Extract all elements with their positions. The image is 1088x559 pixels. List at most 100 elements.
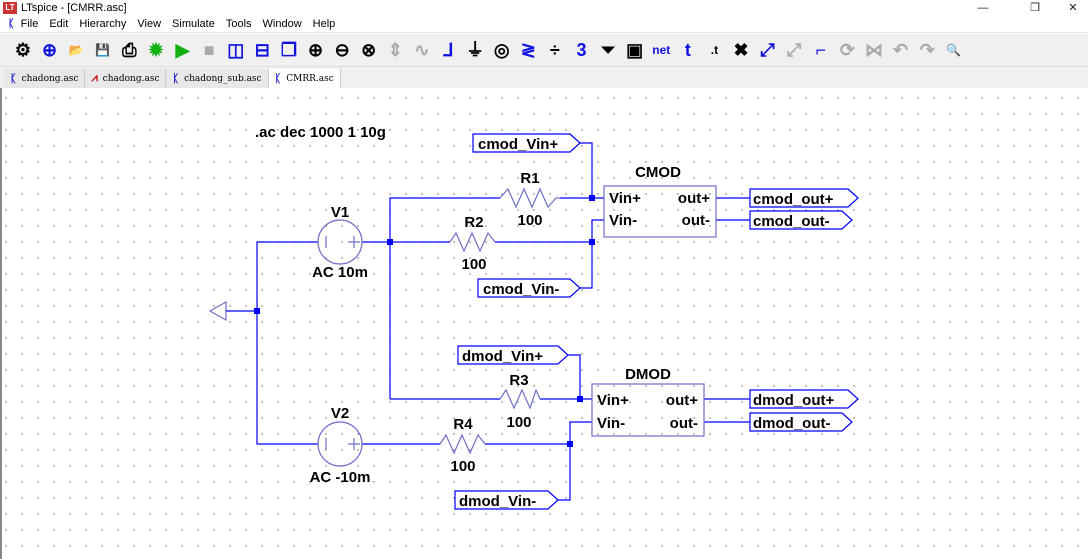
close-button[interactable]: ✕ — [1068, 2, 1078, 14]
waveform-icon[interactable]: ∿ — [414, 40, 430, 60]
find-icon[interactable]: 🔍 — [946, 43, 962, 57]
stop-icon[interactable]: ■ — [203, 40, 215, 60]
menu-simulate[interactable]: Simulate — [172, 18, 215, 30]
run-icon[interactable]: ▶ — [175, 40, 190, 60]
zoom-out-icon[interactable]: ⊖ — [334, 40, 350, 60]
r2-name: R2 — [464, 214, 483, 231]
resistor-r3[interactable]: R3 100 — [499, 372, 541, 431]
dmod-name: DMOD — [625, 366, 671, 383]
capacitor-icon[interactable]: ÷ — [549, 40, 560, 60]
v2-name: V2 — [331, 405, 349, 422]
ground-icon[interactable]: ⏚ — [466, 40, 485, 60]
zoom-in-icon[interactable]: ⊕ — [307, 40, 324, 60]
junction-dots — [254, 195, 595, 447]
spice-directive-icon[interactable]: .t — [710, 43, 719, 57]
dmod-subcircuit[interactable]: DMOD Vin+ Vin- out+ out- — [591, 366, 705, 437]
net-label-dmod-out-minus[interactable]: dmod_out- — [749, 412, 853, 432]
r3-value: 100 — [506, 414, 531, 431]
r1-name: R1 — [520, 170, 539, 187]
schematic-canvas[interactable] — [0, 88, 1088, 559]
minimize-button[interactable]: — — [977, 2, 989, 14]
r4-name: R4 — [453, 416, 473, 433]
net-label-text: dmod_out+ — [753, 392, 834, 409]
schematic-doc-icon[interactable]: ᛕ — [8, 18, 15, 30]
menu-tools[interactable]: Tools — [225, 18, 252, 30]
voltage-source-v2[interactable]: V2 AC -10m — [310, 405, 371, 486]
text-icon[interactable]: t — [684, 40, 691, 60]
duplicate-icon[interactable]: ⤢ — [760, 40, 775, 60]
cmod-subcircuit[interactable]: CMOD Vin+ Vin- out+ out- — [603, 164, 717, 238]
menu-file[interactable]: File — [20, 18, 39, 30]
print-icon[interactable]: ⎙ — [122, 40, 137, 60]
delete-icon[interactable]: ✖ — [733, 40, 749, 60]
ac-analysis-icon[interactable]: ✹ — [148, 40, 164, 60]
label-net-icon[interactable]: ◎ — [493, 40, 510, 60]
v1-name: V1 — [331, 204, 349, 221]
r1-value: 100 — [517, 212, 542, 229]
voltage-source-v1[interactable]: V1 AC 10m — [312, 204, 368, 281]
menu-help[interactable]: Help — [312, 18, 336, 30]
diode-icon[interactable]: ⏷ — [600, 40, 616, 60]
ltspice-logo-icon: LT — [3, 2, 17, 14]
r3-name: R3 — [509, 372, 528, 389]
mirror-icon[interactable]: ⋈ — [865, 40, 883, 60]
net-label-cmod-out-plus[interactable]: cmod_out+ — [749, 188, 859, 208]
net-label-cmod-vin-plus[interactable]: cmod_Vin+ — [472, 133, 581, 153]
net-label-dmod-vin-plus[interactable]: dmod_Vin+ — [457, 345, 569, 365]
tab-chadong-waveform[interactable]: ⩘chadong.asc — [85, 69, 167, 88]
tab-label: CMRR.asc — [286, 73, 334, 84]
spice-directive[interactable]: .ac dec 1000 1 10g — [255, 124, 386, 141]
net-label-cmod-out-minus[interactable]: cmod_out- — [749, 210, 853, 230]
menu-window[interactable]: Window — [262, 18, 302, 30]
net-icon[interactable]: net — [652, 43, 671, 57]
title-bar: LT LTspice - [CMRR.asc] — ❐ ✕ — [0, 0, 1088, 16]
undo-icon[interactable]: ↶ — [893, 40, 909, 60]
net-label-cmod-vin-minus[interactable]: cmod_Vin- — [477, 278, 581, 298]
dmod-out-plus-pin: out+ — [666, 392, 698, 409]
component-icon[interactable]: ▣ — [626, 40, 644, 60]
save-icon[interactable]: 💾 — [95, 43, 111, 57]
window-title: LTspice - [CMRR.asc] — [21, 2, 127, 14]
net-label-dmod-vin-minus[interactable]: dmod_Vin- — [454, 490, 559, 510]
menu-edit[interactable]: Edit — [49, 18, 69, 30]
rotate-icon[interactable]: ⟳ — [839, 40, 855, 60]
cascade-icon[interactable]: ❐ — [280, 40, 297, 60]
waveform-icon: ⩘ — [91, 72, 98, 84]
cmod-out-plus-pin: out+ — [678, 190, 710, 207]
ground-symbol[interactable] — [208, 300, 257, 322]
net-label-text: cmod_out+ — [753, 191, 834, 208]
resistor-icon[interactable]: ≷ — [520, 40, 536, 60]
wires — [256, 142, 750, 501]
dmod-vin-plus-pin: Vin+ — [597, 392, 629, 409]
net-label-text: cmod_Vin+ — [478, 136, 558, 153]
tile-horizontal-icon[interactable]: ⊟ — [254, 40, 270, 60]
cmod-vin-plus-pin: Vin+ — [609, 190, 641, 207]
redo-icon[interactable]: ↷ — [919, 40, 935, 60]
net-label-text: cmod_out- — [753, 213, 830, 230]
menu-view[interactable]: View — [137, 18, 162, 30]
pan-icon[interactable]: ⇕ — [387, 40, 403, 60]
v2-value: AC -10m — [310, 469, 371, 486]
net-label-text: cmod_Vin- — [483, 281, 559, 298]
menu-bar: ᛕ File Edit Hierarchy View Simulate Tool… — [0, 16, 1088, 33]
restore-button[interactable]: ❐ — [1030, 2, 1040, 14]
zoom-fit-icon[interactable]: ⊗ — [361, 40, 377, 60]
net-label-dmod-out-plus[interactable]: dmod_out+ — [749, 389, 859, 409]
move-icon[interactable]: ⤢ — [787, 40, 802, 60]
inductor-icon[interactable]: 3 — [576, 40, 587, 60]
schematic-icon: ᛕ — [10, 72, 17, 85]
new-schematic-icon[interactable]: ⊕ — [42, 40, 58, 60]
drag-icon[interactable]: ⌐ — [815, 40, 827, 60]
resistor-r4[interactable]: R4 100 — [439, 416, 486, 475]
wire-icon[interactable]: ⅃ — [443, 40, 454, 60]
resistor-r1[interactable]: R1 100 — [499, 170, 560, 229]
r4-value: 100 — [450, 458, 475, 475]
tile-vertical-icon[interactable]: ◫ — [227, 40, 245, 60]
open-icon[interactable]: 📂 — [68, 43, 84, 57]
resistor-r2[interactable]: R2 100 — [449, 214, 496, 273]
menu-hierarchy[interactable]: Hierarchy — [79, 18, 127, 30]
settings-icon[interactable]: ⚙ — [14, 40, 32, 60]
